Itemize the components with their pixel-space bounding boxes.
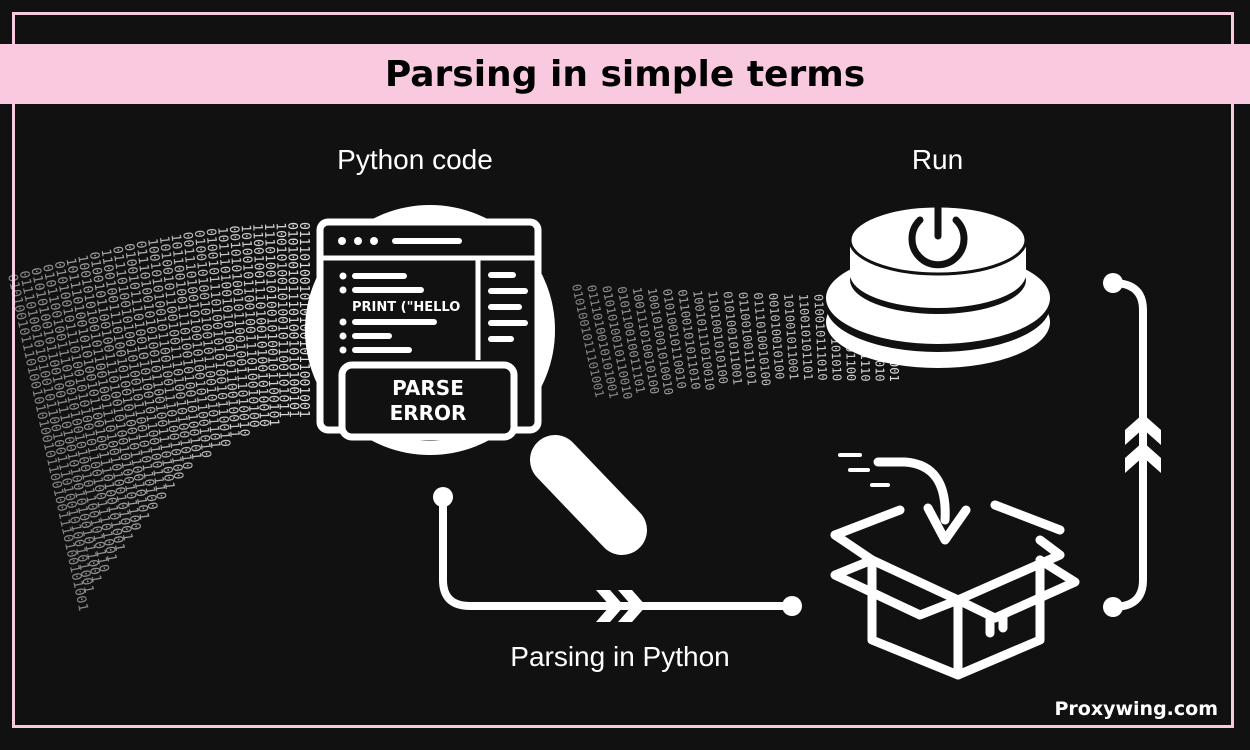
run-connector [1103, 273, 1147, 617]
parse-error-box: PARSE ERROR [338, 361, 518, 441]
watermark: Proxywing.com [1054, 698, 1218, 720]
binary-digit-column: 010010111010 [811, 294, 829, 381]
binary-digit-column: 101001011001 [781, 293, 801, 380]
parsing-in-python-label: Parsing in Python [510, 641, 730, 672]
binary-digit-column: 1001010010100101100101011 [273, 222, 291, 418]
run-label: Run [911, 144, 964, 175]
arrow-into-box-icon [838, 453, 971, 545]
parsing-connector [433, 487, 802, 616]
binary-digit-column: 11101001010010100101100101 [261, 223, 281, 427]
power-button-icon [826, 204, 1050, 368]
code-snippet: PRINT ("HELLO [352, 300, 460, 315]
binary-digit-column: 001010010100 [766, 292, 787, 380]
page-frame [12, 12, 1234, 728]
binary-digit-column: 110010101101 [796, 293, 815, 380]
double-chevron-up-icon [1125, 414, 1161, 473]
binary-stream-left: 0101001011101001010100101100100111010010… [4, 222, 311, 613]
binary-digit-column: 0101001011101001010100101 [284, 222, 301, 418]
page-title: Parsing in simple terms [384, 53, 866, 95]
parse-error-line1: PARSE [392, 376, 464, 400]
box-icon [830, 500, 1080, 680]
binary-digit-column: 0111010010101001011001001 [296, 222, 311, 418]
binary-digit-column: 11001001110100101001010010 [249, 223, 271, 427]
binary-stream-middle: 0101001011101001011101001010100101010100… [569, 283, 901, 401]
parse-error-line2: ERROR [390, 401, 467, 425]
title-band: Parsing in simple terms [0, 44, 1250, 104]
double-chevron-right-icon [596, 590, 646, 622]
python-code-label: Python code [337, 144, 493, 175]
